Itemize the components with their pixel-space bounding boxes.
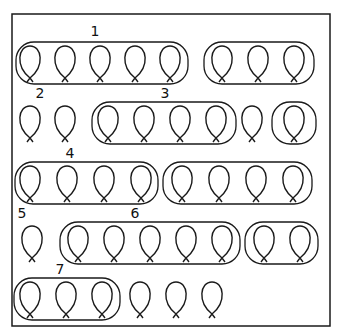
group-loop <box>14 278 120 320</box>
group-loop <box>16 42 188 84</box>
group-number: 3 <box>159 86 172 100</box>
balloon <box>254 226 274 262</box>
balloon <box>90 46 110 82</box>
balloon <box>166 282 186 318</box>
balloon <box>212 226 232 262</box>
balloon <box>202 282 222 318</box>
balloon <box>125 46 145 82</box>
balloon <box>209 166 229 202</box>
group-loop <box>15 162 158 204</box>
balloon <box>140 226 160 262</box>
balloon <box>248 46 268 82</box>
balloon <box>20 282 40 318</box>
balloon <box>20 106 40 142</box>
group-loop <box>272 102 316 144</box>
balloon <box>92 282 112 318</box>
balloon <box>55 106 75 142</box>
balloon <box>94 166 114 202</box>
balloon <box>242 106 262 142</box>
balloon <box>98 106 118 142</box>
group-number: 6 <box>129 206 142 220</box>
balloon <box>131 166 151 202</box>
group-number: 1 <box>89 24 102 38</box>
balloon <box>283 166 303 202</box>
balloon <box>20 46 40 82</box>
balloon <box>172 166 192 202</box>
group-number: 7 <box>54 262 67 276</box>
balloon <box>22 226 42 262</box>
balloon <box>55 46 75 82</box>
group-loop <box>204 42 314 84</box>
balloon <box>284 106 304 142</box>
group-loop <box>92 102 236 144</box>
balloon <box>212 46 232 82</box>
balloon <box>104 226 124 262</box>
frame <box>12 14 330 326</box>
balloon <box>56 282 76 318</box>
balloon <box>130 282 150 318</box>
balloon <box>246 166 266 202</box>
group-number: 5 <box>16 206 29 220</box>
balloon <box>284 46 304 82</box>
group-loop <box>245 222 318 264</box>
balloon <box>134 106 154 142</box>
group-loop <box>60 222 240 264</box>
group-loop <box>163 162 312 204</box>
balloon <box>170 106 190 142</box>
group-number: 2 <box>34 86 47 100</box>
balloon <box>57 166 77 202</box>
balloon <box>206 106 226 142</box>
balloon <box>68 226 88 262</box>
balloon <box>160 46 180 82</box>
balloon <box>20 166 40 202</box>
group-number: 4 <box>64 146 77 160</box>
balloon <box>176 226 196 262</box>
balloon <box>290 226 310 262</box>
